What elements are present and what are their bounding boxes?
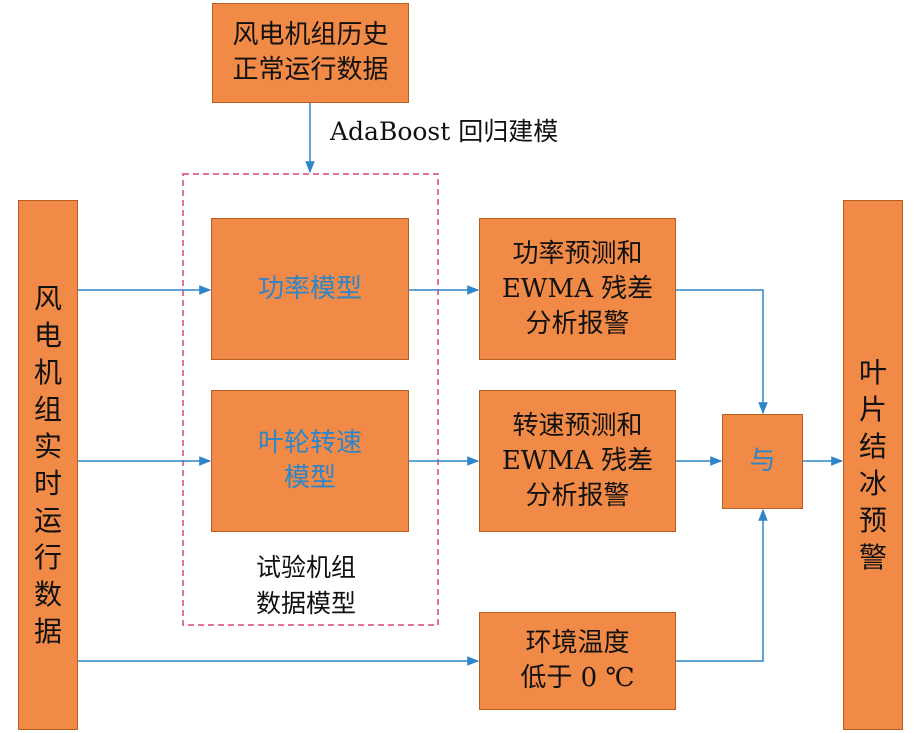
realtime-char: 行 — [33, 541, 62, 574]
arrow-power-alarm-to-and — [676, 289, 768, 415]
speed-model-line-1: 叶轮转速 — [257, 428, 362, 458]
realtime-char: 组 — [33, 393, 62, 426]
history-data-box: 风电机组历史 正常运行数据 — [212, 3, 409, 103]
and-gate-label: 与 — [749, 446, 776, 476]
group-label-line-2: 数据模型 — [256, 589, 357, 618]
icing-warning-box: 叶片结冰预警 — [843, 200, 903, 730]
power-alarm-line-3: 分析报警 — [525, 308, 630, 339]
icing-char: 警 — [858, 541, 887, 574]
temperature-line-1: 环境温度 — [525, 628, 630, 658]
icing-char: 片 — [858, 393, 887, 426]
arrow-temp-to-and — [676, 508, 768, 662]
speed-alarm-line-3: 分析报警 — [525, 480, 630, 511]
power-alarm-line-1: 功率预测和 — [512, 238, 643, 269]
adaboost-label: AdaBoost 回归建模 — [330, 117, 559, 146]
realtime-text: 风电机组实时运行数据 — [34, 280, 62, 650]
power-model-box: 功率模型 — [211, 218, 409, 360]
realtime-char: 运 — [33, 504, 62, 537]
realtime-char: 据 — [33, 615, 62, 648]
icing-char: 冰 — [858, 467, 887, 500]
speed-model-box: 叶轮转速 模型 — [211, 390, 409, 532]
model-group-label: 试验机组 数据模型 — [256, 550, 356, 622]
icing-char: 结 — [858, 430, 887, 463]
realtime-char: 风 — [33, 282, 62, 315]
speed-alarm-box: 转速预测和 EWMA 残差 分析报警 — [479, 390, 676, 532]
power-alarm-box: 功率预测和 EWMA 残差 分析报警 — [479, 218, 676, 360]
realtime-data-box: 风电机组实时运行数据 — [18, 200, 78, 730]
icing-text: 叶片结冰预警 — [859, 354, 887, 576]
model-group-boundary — [182, 173, 439, 626]
speed-alarm-line-1: 转速预测和 — [512, 410, 643, 441]
realtime-char: 时 — [33, 467, 62, 500]
realtime-char: 机 — [33, 356, 62, 389]
and-gate-box: 与 — [722, 414, 803, 509]
icing-char: 叶 — [858, 356, 887, 389]
temperature-box: 环境温度 低于 0 ℃ — [479, 612, 676, 710]
realtime-char: 电 — [33, 319, 62, 352]
history-line-1: 风电机组历史 — [232, 20, 389, 50]
realtime-char: 数 — [33, 578, 62, 611]
realtime-char: 实 — [33, 430, 62, 463]
power-model-label: 功率模型 — [257, 273, 362, 304]
temperature-line-2: 低于 0 ℃ — [520, 663, 635, 693]
speed-model-line-2: 模型 — [283, 463, 336, 493]
group-label-line-1: 试验机组 — [256, 553, 357, 582]
history-line-2: 正常运行数据 — [232, 55, 389, 85]
power-alarm-line-2: EWMA 残差 — [501, 273, 654, 304]
icing-char: 预 — [858, 504, 887, 537]
speed-alarm-line-2: EWMA 残差 — [501, 445, 654, 476]
